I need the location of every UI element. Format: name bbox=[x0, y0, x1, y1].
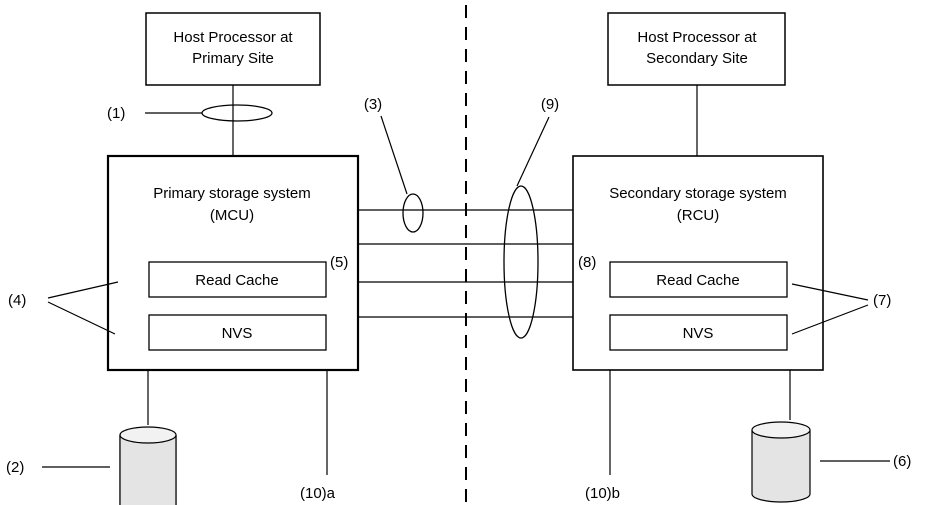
callout-7-leader-top bbox=[791, 283, 869, 301]
callout-9: (9) bbox=[541, 96, 559, 113]
primary-disk-icon bbox=[119, 426, 177, 505]
host-secondary-line2: Secondary Site bbox=[646, 50, 748, 67]
host-channel-ellipse bbox=[201, 104, 273, 122]
primary-storage-system: Primary storage system (MCU) Read Cache … bbox=[106, 154, 360, 372]
primary-system-subtitle: (MCU) bbox=[210, 207, 254, 224]
callout-6: (6) bbox=[893, 453, 911, 470]
primary-read-cache-label: Read Cache bbox=[195, 272, 278, 289]
callout-4-leader-top bbox=[47, 281, 119, 299]
callout-3: (3) bbox=[364, 96, 382, 113]
host-processor-secondary: Host Processor at Secondary Site bbox=[607, 12, 786, 86]
callout-9-leader bbox=[516, 116, 550, 187]
primary-nvs-label: NVS bbox=[222, 325, 253, 342]
primary-nvs-box bbox=[148, 314, 327, 351]
single-link-ellipse bbox=[402, 193, 424, 233]
secondary-nvs-box bbox=[609, 314, 788, 351]
callout-5: (5) bbox=[330, 254, 348, 271]
callout-10b: (10)b bbox=[585, 485, 620, 502]
callout-8: (8) bbox=[578, 254, 596, 271]
secondary-system-subtitle: (RCU) bbox=[677, 207, 720, 224]
secondary-nvs-label: NVS bbox=[683, 325, 714, 342]
secondary-storage-system: Secondary storage system (RCU) Read Cach… bbox=[572, 155, 824, 371]
primary-system-title: Primary storage system bbox=[153, 185, 311, 202]
callout-7-leader-bottom bbox=[791, 304, 869, 335]
primary-read-cache-box bbox=[148, 261, 327, 298]
secondary-read-cache-label: Read Cache bbox=[656, 272, 739, 289]
callout-7: (7) bbox=[873, 292, 891, 309]
callout-3-leader bbox=[380, 115, 408, 195]
callout-4: (4) bbox=[8, 292, 26, 309]
secondary-disk-icon bbox=[751, 421, 811, 503]
host-primary-line1: Host Processor at bbox=[173, 29, 293, 46]
callout-4-leader-bottom bbox=[47, 301, 116, 335]
link-group-ellipse bbox=[503, 185, 539, 339]
host-primary-line2: Primary Site bbox=[192, 50, 274, 67]
callout-10a: (10)a bbox=[300, 485, 336, 502]
host-secondary-line1: Host Processor at bbox=[637, 29, 757, 46]
callout-1: (1) bbox=[107, 105, 125, 122]
callout-2: (2) bbox=[6, 459, 24, 476]
secondary-read-cache-box bbox=[609, 261, 788, 298]
secondary-system-title: Secondary storage system bbox=[609, 185, 787, 202]
host-processor-primary: Host Processor at Primary Site bbox=[145, 12, 321, 86]
